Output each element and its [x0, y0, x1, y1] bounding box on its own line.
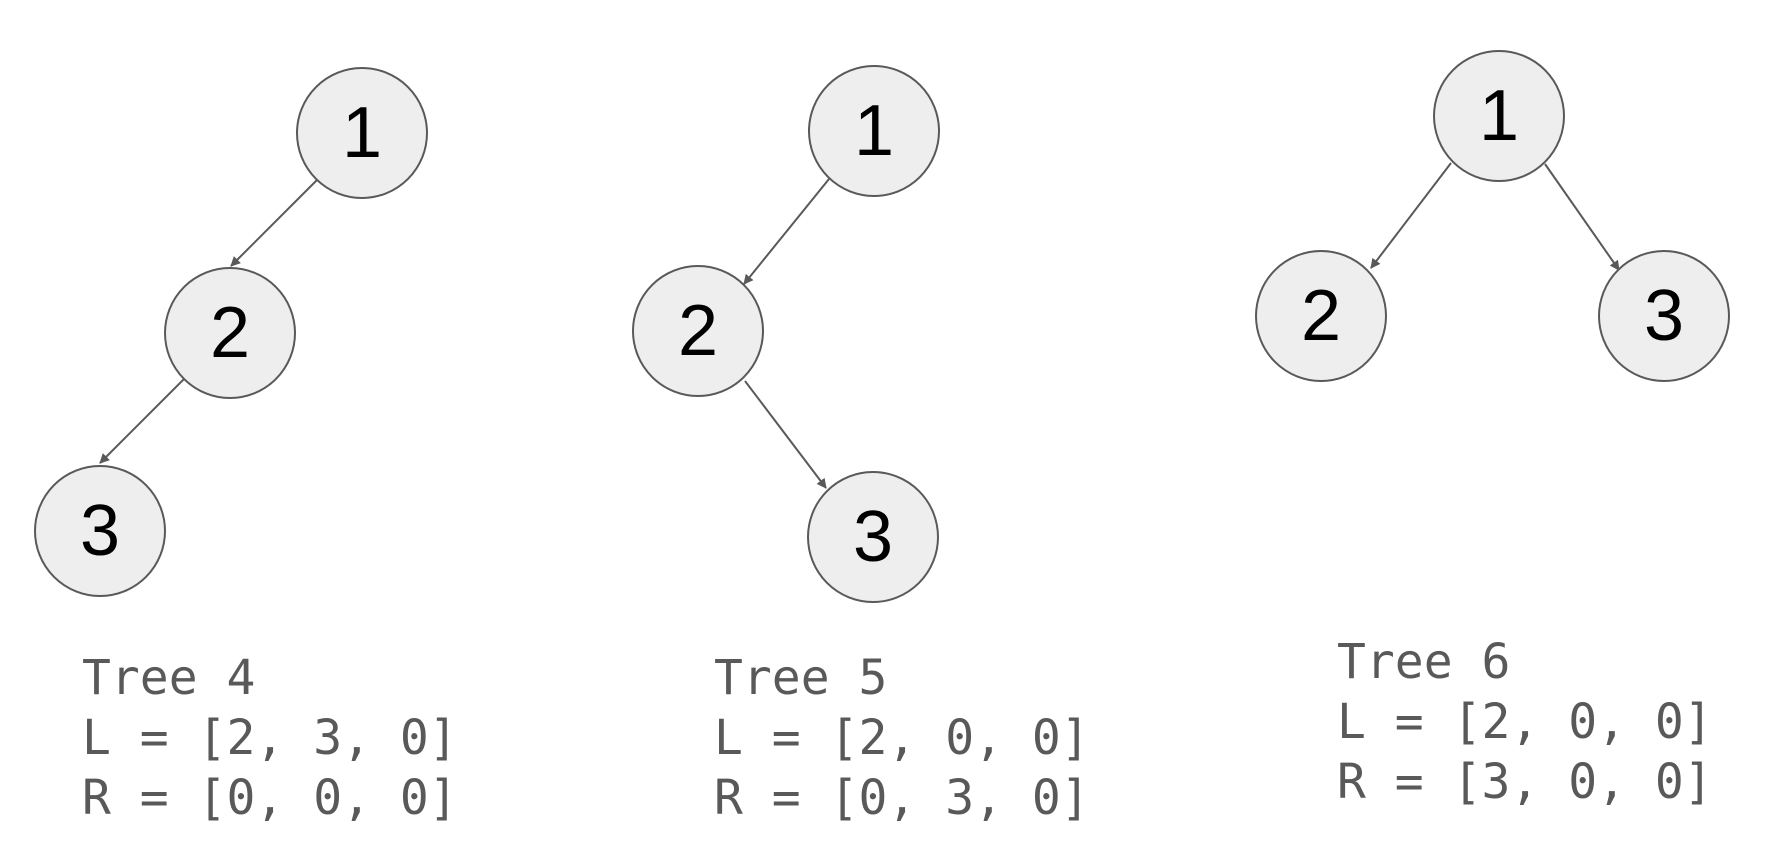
tree-5-node-2: 2: [632, 265, 764, 397]
tree-4-node-3: 3: [34, 465, 166, 597]
tree-4-node-2-label: 2: [210, 293, 250, 373]
tree-4: 1 2 3 Tree 4 L = [2, 3, 0] R = [0, 0, 0]: [34, 67, 458, 826]
tree-4-title: Tree 4: [82, 650, 255, 706]
tree-5-node-3: 3: [807, 471, 939, 603]
tree-5: 1 2 3 Tree 5 L = [2, 0, 0] R = [0, 3, 0]: [632, 65, 1090, 826]
tree-5-node-1-label: 1: [854, 91, 894, 171]
tree-6-edge-1-3: [1544, 163, 1620, 271]
tree-4-node-3-label: 3: [80, 491, 120, 571]
tree-5-edge-2-3: [744, 380, 827, 489]
tree-6-node-3-label: 3: [1644, 276, 1684, 356]
tree-4-edge-2-3: [99, 378, 185, 464]
tree-4-node-2: 2: [164, 267, 296, 399]
tree-6-caption: Tree 6 L = [2, 0, 0] R = [3, 0, 0]: [1337, 634, 1713, 810]
tree-6-node-3: 3: [1598, 250, 1730, 382]
tree-5-l-array: L = [2, 0, 0]: [714, 710, 1090, 766]
tree-6-node-2: 2: [1255, 250, 1387, 382]
tree-4-node-1: 1: [296, 67, 428, 199]
tree-4-edge-1-2: [230, 178, 319, 267]
tree-6-node-1-label: 1: [1479, 76, 1519, 156]
tree-6-l-array: L = [2, 0, 0]: [1337, 694, 1713, 750]
tree-6-node-2-label: 2: [1301, 276, 1341, 356]
tree-4-l-array: L = [2, 3, 0]: [82, 710, 458, 766]
tree-5-node-1: 1: [808, 65, 940, 197]
tree-4-node-1-label: 1: [342, 93, 382, 173]
tree-4-r-array: R = [0, 0, 0]: [82, 770, 458, 826]
tree-6-edge-1-2: [1370, 162, 1452, 269]
tree-6-title: Tree 6: [1337, 634, 1510, 690]
tree-5-node-2-label: 2: [678, 291, 718, 371]
tree-5-title: Tree 5: [714, 650, 887, 706]
tree-5-edge-1-2: [743, 178, 830, 285]
tree-6-node-1: 1: [1433, 50, 1565, 182]
tree-4-caption: Tree 4 L = [2, 3, 0] R = [0, 0, 0]: [82, 650, 458, 826]
tree-6: 1 2 3 Tree 6 L = [2, 0, 0] R = [3, 0, 0]: [1255, 50, 1730, 810]
tree-6-r-array: R = [3, 0, 0]: [1337, 754, 1713, 810]
tree-5-node-3-label: 3: [853, 497, 893, 577]
tree-5-r-array: R = [0, 3, 0]: [714, 770, 1090, 826]
tree-5-caption: Tree 5 L = [2, 0, 0] R = [0, 3, 0]: [714, 650, 1090, 826]
